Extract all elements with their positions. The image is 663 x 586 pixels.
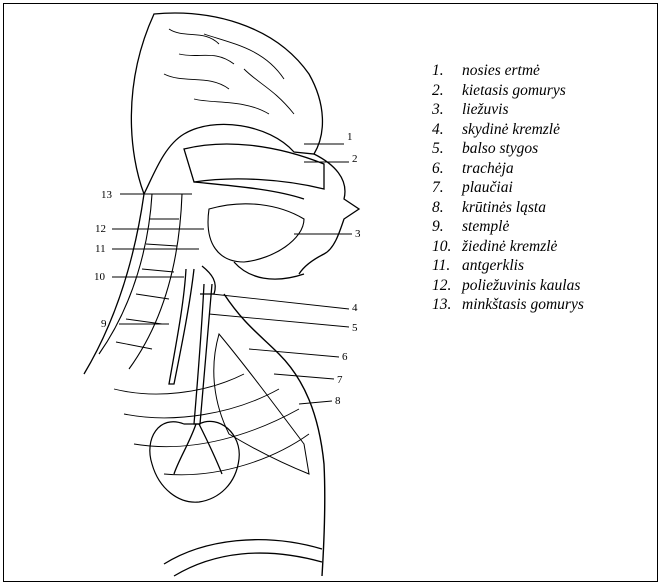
respiratory-anatomy-illustration: 1 2 3 4 5 6 7 8 9 10 11 12 13 <box>4 4 424 581</box>
face-profile <box>299 154 359 274</box>
callout-8: 8 <box>335 395 341 407</box>
legend-item: 1.nosies ertmė <box>432 61 584 81</box>
ribs <box>114 374 309 475</box>
legend-item: 13.minkštasis gomurys <box>432 295 584 315</box>
skull-outline <box>131 13 322 194</box>
heart <box>150 421 239 502</box>
legend: 1.nosies ertmė 2.kietasis gomurys 3.liež… <box>432 61 584 315</box>
callout-9: 9 <box>101 318 107 330</box>
legend-item: 12.poliežuvinis kaulas <box>432 276 584 296</box>
bronchi <box>174 424 222 474</box>
brain-folds <box>164 29 294 114</box>
callout-2: 2 <box>352 153 358 165</box>
legend-item: 3.liežuvis <box>432 100 584 120</box>
callout-5: 5 <box>352 322 358 334</box>
larynx <box>200 266 215 294</box>
legend-item: 6.trachėja <box>432 159 584 179</box>
callout-13: 13 <box>101 189 113 201</box>
legend-item: 4.skydinė kremzlė <box>432 120 584 140</box>
jaw <box>234 262 304 279</box>
callout-7: 7 <box>337 374 343 386</box>
trachea <box>194 284 212 424</box>
diagram-frame: 1 2 3 4 5 6 7 8 9 10 11 12 13 1.nosies e… <box>3 3 658 582</box>
callout-12: 12 <box>95 223 106 235</box>
legend-item: 8.krūtinės ląsta <box>432 198 584 218</box>
legend-item: 7.plaučiai <box>432 178 584 198</box>
callout-11: 11 <box>95 243 106 255</box>
callout-1: 1 <box>347 131 353 143</box>
legend-item: 5.balso stygos <box>432 139 584 159</box>
tongue <box>208 204 304 262</box>
spine <box>99 194 182 369</box>
legend-item: 11.antgerklis <box>432 256 584 276</box>
vertebrae <box>116 219 179 349</box>
palate <box>194 182 304 199</box>
callout-6: 6 <box>342 351 348 363</box>
neck-outline <box>84 194 144 374</box>
legend-item: 9.stemplė <box>432 217 584 237</box>
legend-item: 2.kietasis gomurys <box>432 81 584 101</box>
callout-10: 10 <box>94 271 106 283</box>
callout-3: 3 <box>355 228 361 240</box>
callout-4: 4 <box>352 302 358 314</box>
esophagus <box>169 269 194 384</box>
legend-item: 10.žiedinė kremzlė <box>432 237 584 257</box>
diaphragm <box>164 540 322 564</box>
nasal-cavity <box>184 144 324 189</box>
lung <box>214 334 309 474</box>
